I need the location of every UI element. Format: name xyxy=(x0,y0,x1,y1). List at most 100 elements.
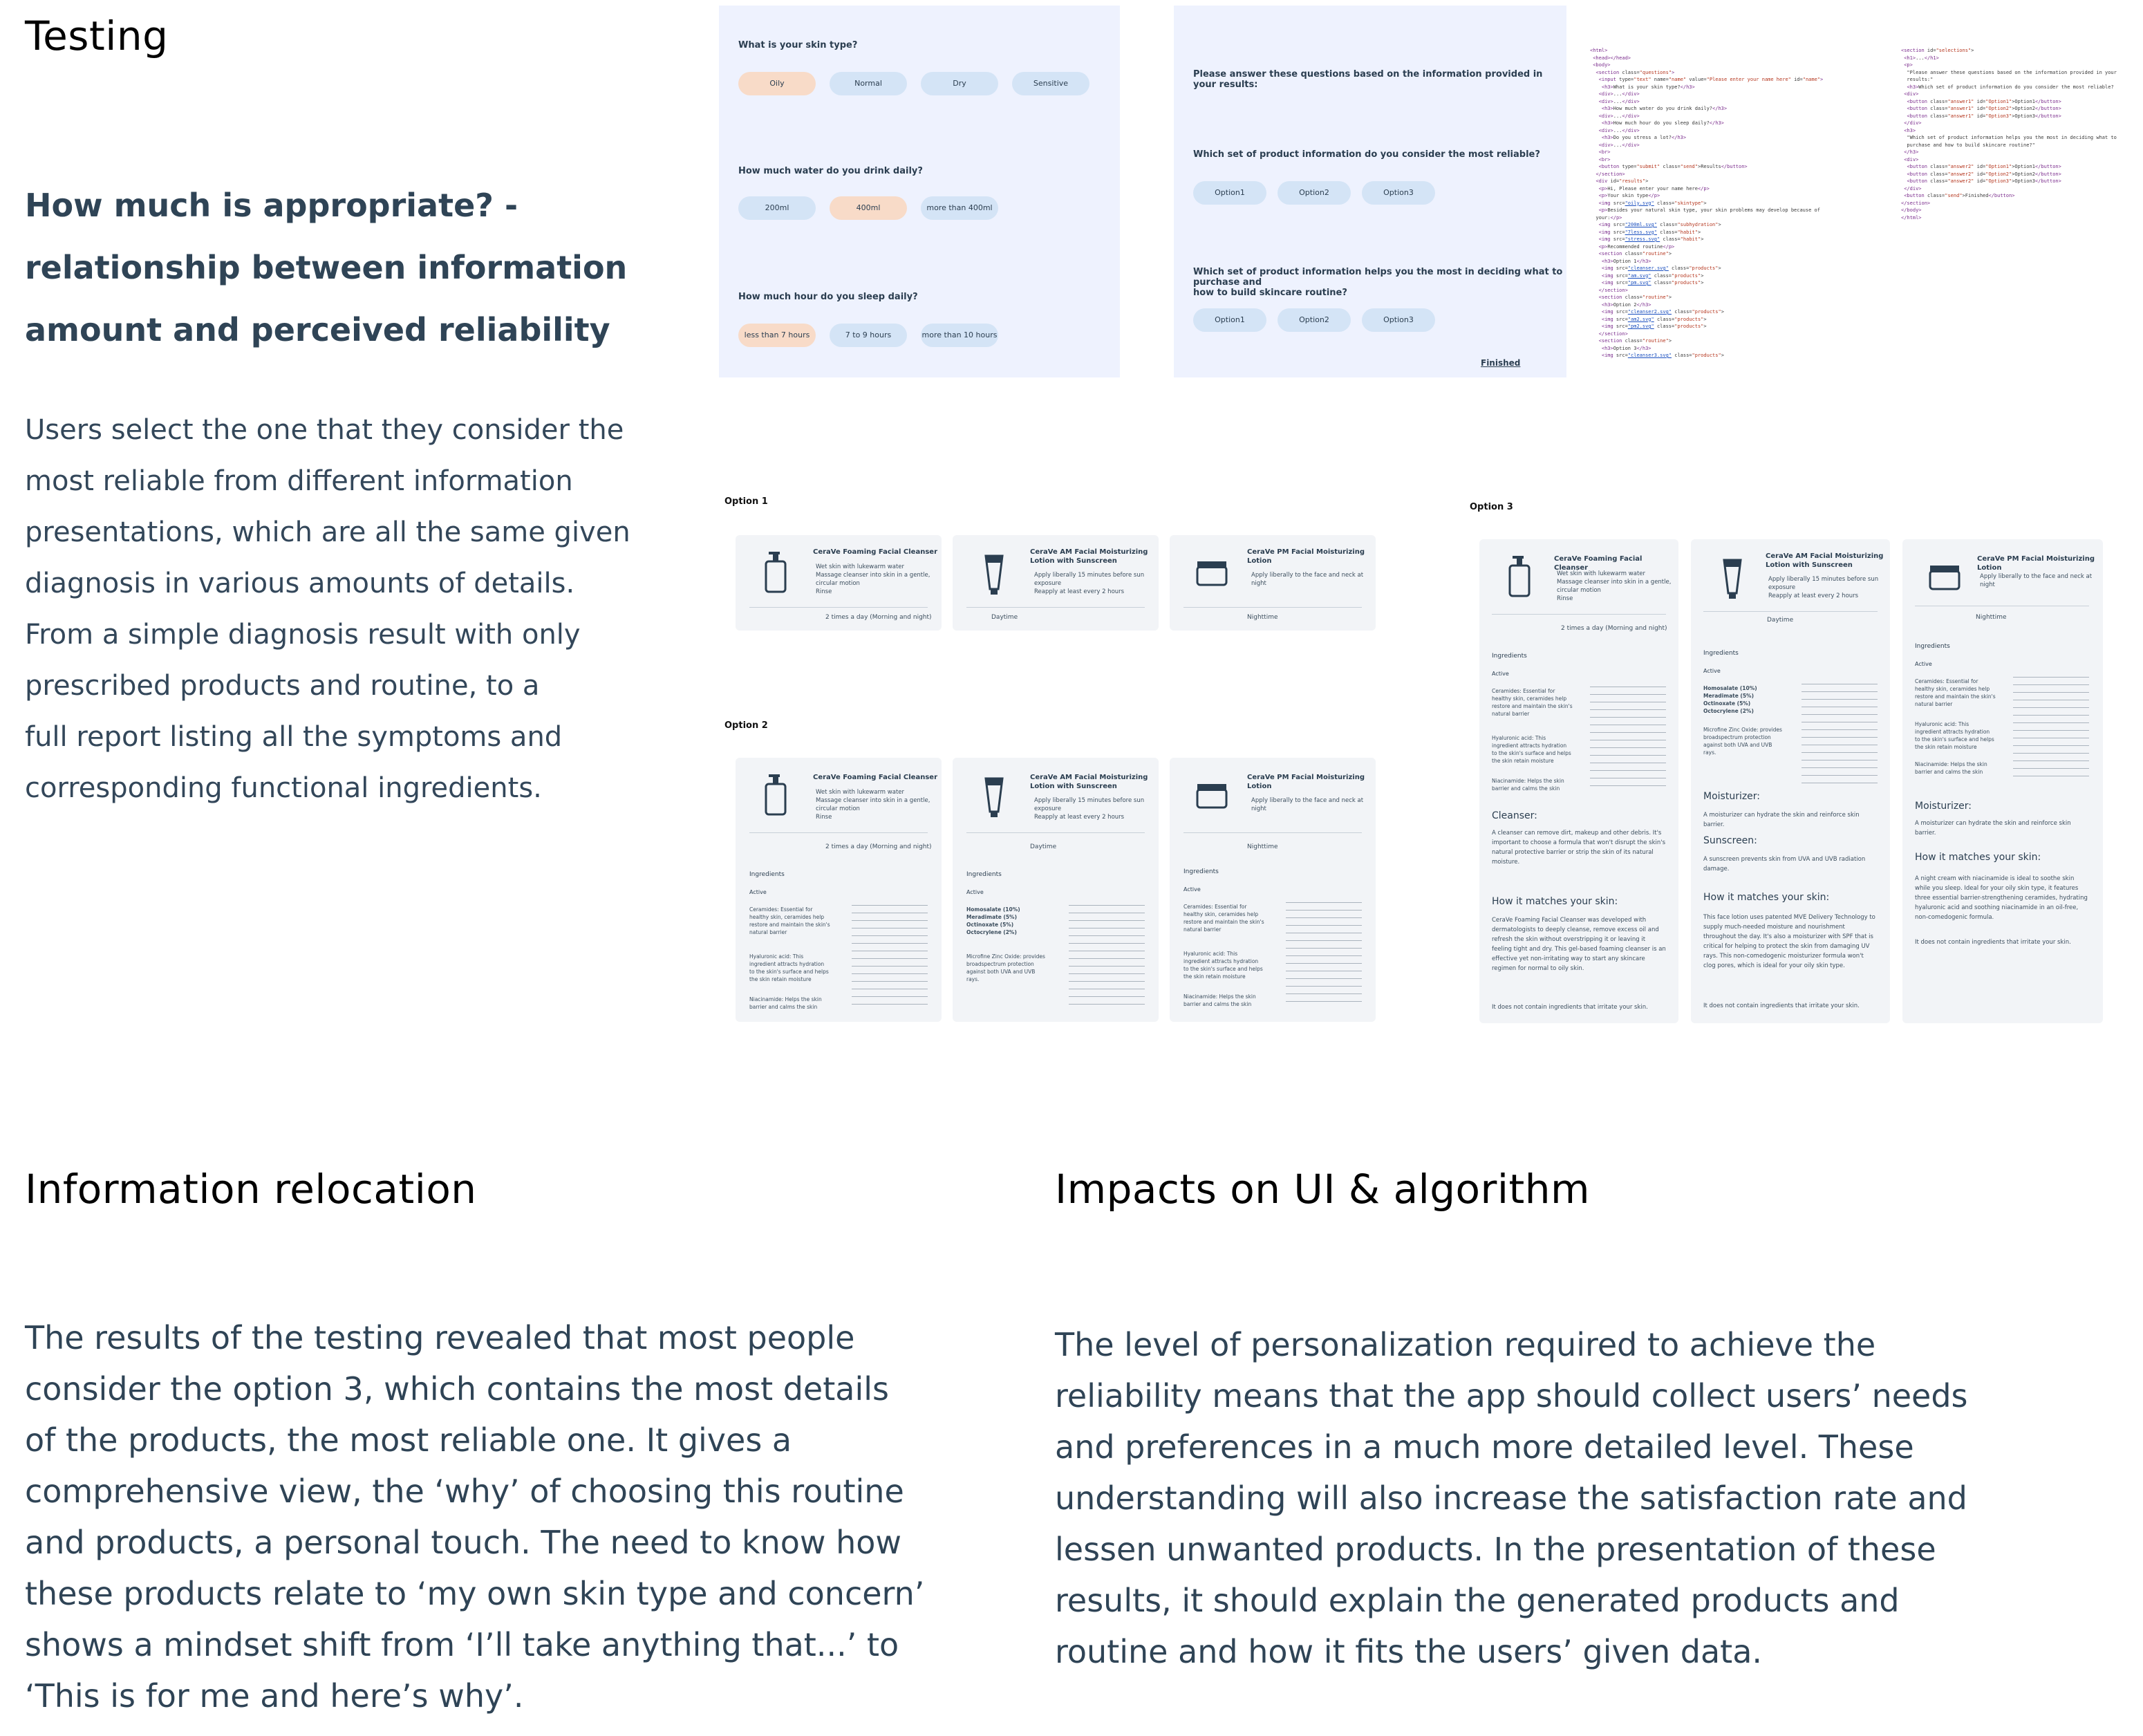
pm-time: Nighttime xyxy=(1976,614,2007,621)
q2-option3[interactable]: Option3 xyxy=(1362,308,1435,332)
option-oily[interactable]: Oily xyxy=(738,72,816,95)
tube-icon xyxy=(984,554,1004,595)
subtitle-line: relationship between information xyxy=(25,249,628,286)
am-time: Daytime xyxy=(1767,617,1794,624)
ingredient-hyaluronic: Hyaluronic acid: This ingredient attract… xyxy=(1915,721,1994,750)
option3-label: Option 3 xyxy=(1470,502,1513,512)
impacts-text: The level of personalization required to… xyxy=(1055,1319,2119,1677)
step: Apply liberally 15 minutes before sun ex… xyxy=(1034,572,1145,587)
am-title: CeraVe AM Facial Moisturizing Lotion wit… xyxy=(1766,552,1884,569)
option3-am-card: CeraVe AM Facial Moisturizing Lotion wit… xyxy=(1691,539,1890,1023)
impacts-line: routine and how it fits the users’ given… xyxy=(1055,1633,1763,1670)
pm-title: CeraVe PM Facial Moisturizing Lotion xyxy=(1247,548,1365,565)
step: Wet skin with lukewarm water xyxy=(816,789,905,796)
option1-label: Option 1 xyxy=(724,496,768,507)
question-water: How much water do you drink daily? xyxy=(738,166,923,176)
question-purchase-line: how to build skincare routine? xyxy=(1193,288,1347,298)
step: Massage cleanser into skin in a gentle, … xyxy=(1557,579,1672,594)
desc-line: full report listing all the symptoms and xyxy=(25,721,563,753)
divider xyxy=(749,832,928,833)
am-time: Daytime xyxy=(991,614,1018,621)
relocation-text: The results of the testing revealed that… xyxy=(25,1312,1007,1721)
cleanser-frequency: 2 times a day (Morning and night) xyxy=(1561,625,1667,632)
am-steps: Apply liberally 15 minutes before sun ex… xyxy=(1768,575,1886,600)
divider xyxy=(966,832,1145,833)
q1-option1[interactable]: Option1 xyxy=(1193,181,1266,205)
q1-option2[interactable]: Option2 xyxy=(1278,181,1351,205)
cleanser-steps: Wet skin with lukewarm water Massage cle… xyxy=(1557,570,1674,603)
ingredient-list xyxy=(1069,903,1145,1007)
ingredient-niacinamide: Niacinamide: Helps the skin barrier and … xyxy=(1492,778,1564,792)
relocation-line: these products relate to ‘my own skin ty… xyxy=(25,1575,925,1612)
relocation-title: Information relocation xyxy=(25,1166,477,1213)
option2-label: Option 2 xyxy=(724,720,768,731)
irritate-text: It does not contain ingredients that irr… xyxy=(1492,1004,1648,1011)
am-time: Daytime xyxy=(1030,843,1057,850)
pump-bottle-icon xyxy=(1508,556,1531,597)
q2-option1[interactable]: Option1 xyxy=(1193,308,1266,332)
relocation-line: and products, a personal touch. The need… xyxy=(25,1524,902,1561)
match-heading: How it matches your skin: xyxy=(1703,892,1830,903)
jar-icon xyxy=(1929,566,1960,590)
relocation-line: The results of the testing revealed that… xyxy=(25,1319,855,1356)
active-label: Active xyxy=(1183,886,1201,893)
step: Apply liberally to the face and neck at … xyxy=(1251,572,1364,587)
survey-screen-1: What is your skin type? Oily Normal Dry … xyxy=(719,6,1120,377)
option-normal[interactable]: Normal xyxy=(830,72,907,95)
finished-link[interactable]: Finished xyxy=(1481,358,1521,368)
divider xyxy=(749,607,928,608)
relocation-line: of the products, the most reliable one. … xyxy=(25,1421,792,1459)
ingredient-ceramides: Ceramides: Essential for healthy skin, c… xyxy=(1492,688,1573,717)
option2-cleanser-card: CeraVe Foaming Facial Cleanser Wet skin … xyxy=(736,758,942,1022)
q1-option3[interactable]: Option3 xyxy=(1362,181,1435,205)
cleanser-heading: Cleanser: xyxy=(1492,810,1537,821)
option-more-400ml[interactable]: more than 400ml xyxy=(921,196,998,220)
match-text: A night cream with niacinamide is ideal … xyxy=(1915,875,2088,921)
cleanser-title: CeraVe Foaming Facial Cleanser xyxy=(813,774,937,781)
ingredient-niacinamide: Niacinamide: Helps the skin barrier and … xyxy=(1183,993,1256,1007)
relocation-line: shows a mindset shift from ‘I’ll take an… xyxy=(25,1626,899,1663)
am-title: CeraVe AM Facial Moisturizing Lotion wit… xyxy=(1030,548,1148,565)
question-purchase: Which set of product information helps y… xyxy=(1193,267,1566,298)
relocation-line: consider the option 3, which contains th… xyxy=(25,1370,889,1408)
cleanser-title: CeraVe Foaming Facial Cleanser xyxy=(1554,555,1643,572)
step: Wet skin with lukewarm water xyxy=(1557,570,1646,577)
match-text: This face lotion uses patented MVE Deliv… xyxy=(1703,914,1875,969)
desc-line: Users select the one that they consider … xyxy=(25,414,624,446)
option1-am-card: CeraVe AM Facial Moisturizing Lotion wit… xyxy=(953,535,1159,631)
active-label: Active xyxy=(1915,661,1932,667)
option-sensitive[interactable]: Sensitive xyxy=(1012,72,1089,95)
ingredient-list xyxy=(1286,900,1362,1004)
option-400ml[interactable]: 400ml xyxy=(830,196,907,220)
pm-steps: Apply liberally to the face and neck at … xyxy=(1980,572,2097,589)
option-200ml[interactable]: 200ml xyxy=(738,196,816,220)
q2-option2[interactable]: Option2 xyxy=(1278,308,1351,332)
question-reliable: Which set of product information do you … xyxy=(1193,149,1540,160)
cleanser-title: CeraVe Foaming Facial Cleanser xyxy=(813,548,937,556)
ingredient-list xyxy=(1802,682,1878,785)
ingredient-hyaluronic: Hyaluronic acid: This ingredient attract… xyxy=(1183,951,1263,980)
pm-title: CeraVe PM Facial Moisturizing Lotion xyxy=(1247,774,1365,790)
match-heading: How it matches your skin: xyxy=(1492,896,1618,907)
testing-title: Testing xyxy=(25,12,169,59)
tube-icon xyxy=(1723,559,1742,599)
pump-bottle-icon xyxy=(765,552,787,593)
option-7-9h[interactable]: 7 to 9 hours xyxy=(830,324,907,347)
option-dry[interactable]: Dry xyxy=(921,72,998,95)
subtitle-line: amount and perceived reliability xyxy=(25,311,610,348)
active-label: Active xyxy=(966,889,984,895)
relocation-line: comprehensive view, the ‘why’ of choosin… xyxy=(25,1473,904,1510)
question-sleep: How much hour do you sleep daily? xyxy=(738,292,918,302)
desc-line: most reliable from different information xyxy=(25,465,573,497)
ingredients-label: Ingredients xyxy=(1183,868,1219,875)
option-more-10h[interactable]: more than 10 hours xyxy=(921,324,998,347)
html-code-block-1: <html> <head></head> <body> <section cla… xyxy=(1590,48,1824,358)
step: Apply liberally 15 minutes before sun ex… xyxy=(1768,576,1879,591)
step: Reapply at least every 2 hours xyxy=(1034,588,1125,595)
active-label: Active xyxy=(1703,668,1721,674)
survey-intro: Please answer these questions based on t… xyxy=(1193,69,1543,90)
am-steps: Apply liberally 15 minutes before sun ex… xyxy=(1034,571,1152,596)
step: Massage cleanser into skin in a gentle, … xyxy=(816,572,930,587)
option-less-7h[interactable]: less than 7 hours xyxy=(738,324,816,347)
sunscreen-heading: Sunscreen: xyxy=(1703,835,1757,846)
